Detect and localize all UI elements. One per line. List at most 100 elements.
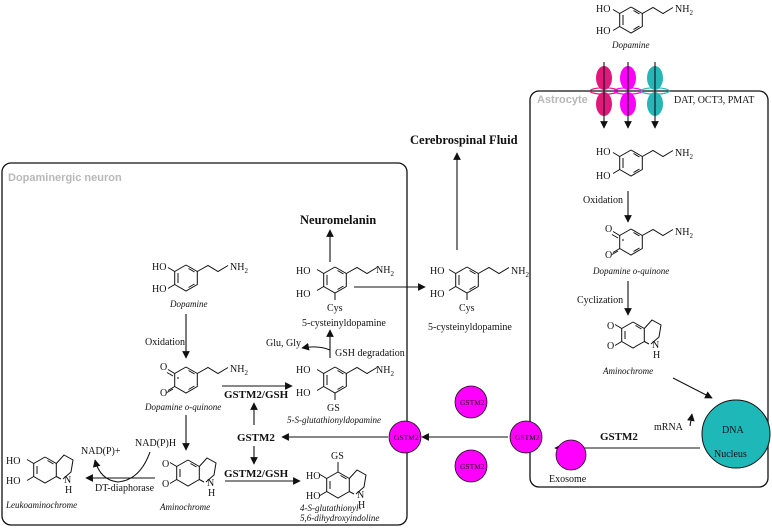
astrocyte-boundary (529, 90, 769, 488)
cysdopamine-structure-neuron: HO HO NH2 Cys (296, 265, 394, 314)
svg-text:NH2: NH2 (675, 227, 693, 240)
svg-text:Cys: Cys (459, 303, 475, 314)
dopamine-structure-extracellular: HO HO NH2 (596, 4, 693, 37)
aminochrome-structure-neuron: O O N H (162, 457, 217, 499)
mrna-arrow (687, 413, 695, 427)
glutathionyl-indoline-label-1: 4-S-glutathionyl- (300, 503, 362, 513)
nucleus-label: Nucleus (714, 449, 747, 460)
svg-text:NH2: NH2 (230, 262, 248, 275)
gsh-degradation-label: GSH degradation (335, 348, 405, 359)
dopamine-quinone-label-neuron: Dopamine o-quinone (144, 402, 221, 412)
svg-text:HO: HO (596, 171, 610, 182)
nadp-label: NAD(P)+ (81, 446, 121, 457)
dna-label: DNA (722, 425, 744, 436)
gstm2-vesicle-icon: GSTM2 (388, 420, 422, 454)
svg-text:HO: HO (6, 476, 20, 487)
dopamine-label-extracellular: Dopamine (611, 40, 650, 50)
cysdopamine-structure-csf: HO HO NH2 Cys (430, 266, 529, 314)
dt-diaphorase-label: DT-diaphorase (95, 483, 155, 494)
svg-text:O: O (160, 388, 167, 399)
transporter-label: DAT, OCT3, PMAT (674, 95, 754, 106)
svg-text:O: O (160, 362, 167, 373)
svg-text:HO: HO (430, 289, 444, 300)
svg-text:HO: HO (430, 266, 444, 277)
neuron-title: Dopaminergic neuron (8, 172, 122, 184)
gstm2-gsh-label-quinone: GSTM2/GSH (224, 389, 289, 401)
svg-text:Cys: Cys (327, 303, 343, 314)
svg-text:HO: HO (596, 147, 610, 158)
gstm2-vesicle-icon: GSTM2 (454, 449, 488, 483)
svg-text:HO: HO (296, 266, 310, 277)
svg-text:NH2: NH2 (675, 148, 693, 161)
svg-text:N: N (207, 478, 214, 489)
svg-text:N: N (357, 490, 364, 501)
dopamine-structure-neuron: HO HO NH2 (152, 262, 248, 295)
mrna-label: mRNA (654, 422, 684, 433)
svg-text:H: H (208, 488, 215, 499)
dopamine-structure-astrocyte: HO HO NH2 (596, 147, 693, 182)
dopamine-quinone-structure-astrocyte: O O NH2 (605, 224, 693, 261)
svg-text:NH2: NH2 (511, 266, 529, 279)
nucleus-icon (701, 399, 771, 469)
aminochrome-structure-astrocyte: O O N H (607, 319, 662, 361)
astro-oxidation-label: Oxidation (583, 195, 623, 206)
svg-text:H: H (653, 350, 660, 361)
nadph-cycle-arrow (92, 451, 151, 483)
svg-text:GSTM2: GSTM2 (394, 433, 419, 442)
svg-text:N: N (652, 340, 659, 351)
astro-gstm2-label: GSTM2 (600, 431, 638, 443)
cysdopamine-label-neuron: 5-cysteinyldopamine (302, 318, 386, 329)
svg-text:HO: HO (306, 471, 320, 482)
svg-text:NH2: NH2 (376, 365, 394, 378)
svg-text:O: O (605, 224, 612, 235)
glutathionyl-dopamine-structure: HO HO NH2 GS (296, 365, 394, 414)
neuron-oxidation-label: Oxidation (145, 337, 185, 348)
svg-text:NH2: NH2 (675, 4, 693, 17)
svg-text:HO: HO (152, 284, 166, 295)
glutathionyl-dopamine-label: 5-S-glutathionyldopamine (287, 415, 381, 425)
svg-text:NH2: NH2 (230, 364, 248, 377)
aminochrome-label-astrocyte: Aminochrome (602, 366, 653, 376)
glu-gly-label: Glu, Gly (266, 338, 301, 349)
svg-text:GSTM2: GSTM2 (515, 433, 540, 442)
leukoaminochrome-label: Leukoaminochrome (5, 500, 77, 510)
svg-text:O: O (607, 341, 614, 352)
dopamine-quinone-structure-neuron: O O NH2 (160, 362, 248, 399)
nadph-label: NAD(P)H (135, 438, 176, 449)
svg-text:O: O (607, 321, 614, 332)
exosome-label: Exosome (549, 474, 587, 485)
svg-text:H: H (358, 500, 365, 511)
svg-text:HO: HO (6, 456, 20, 467)
dopamine-label-neuron: Dopamine (169, 299, 208, 309)
svg-text:HO: HO (306, 491, 320, 502)
astro-cyclization-label: Cyclization (577, 295, 623, 306)
gstm2-vesicle-icon: GSTM2 (509, 420, 543, 454)
svg-text:NH2: NH2 (376, 265, 394, 278)
neuron-gstm2-label: GSTM2 (237, 432, 275, 444)
svg-text:GSTM2: GSTM2 (460, 462, 485, 471)
astrocyte-title: Astrocyte (537, 94, 588, 106)
svg-text:O: O (605, 250, 612, 261)
svg-text:O: O (162, 459, 169, 470)
svg-text:GS: GS (331, 451, 344, 462)
svg-text:HO: HO (296, 388, 310, 399)
svg-text:N: N (64, 475, 71, 486)
neuron-boundary (1, 162, 408, 526)
aminochrome-label-neuron: Aminochrome (159, 502, 210, 512)
svg-text:O: O (162, 479, 169, 490)
leukoaminochrome-structure: HO HO N H (6, 454, 74, 496)
dopamine-quinone-label-astrocyte: Dopamine o-quinone (592, 266, 669, 276)
glutathionyl-indoline-structure: GS HO HO N H (306, 451, 367, 511)
svg-text:HO: HO (296, 365, 310, 376)
aminochrome-to-nucleus-arrow (672, 377, 713, 399)
csf-title: Cerebrospinal Fluid (410, 133, 518, 147)
gstm2-gsh-label-aminochrome: GSTM2/GSH (224, 468, 289, 480)
svg-text:H: H (65, 485, 72, 496)
svg-text:GS: GS (327, 403, 340, 414)
svg-text:HO: HO (296, 289, 310, 300)
svg-text:GSTM2: GSTM2 (460, 398, 485, 407)
svg-text:HO: HO (152, 262, 166, 273)
cysdopamine-label-csf: 5-cysteinyldopamine (428, 322, 512, 333)
gstm2-vesicle-icon: GSTM2 (454, 385, 488, 419)
